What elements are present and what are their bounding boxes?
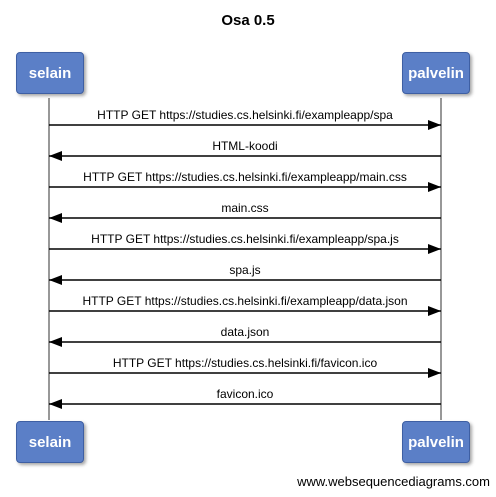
arrowhead-icon <box>428 306 441 316</box>
footer-credit: www.websequencediagrams.com <box>297 474 490 489</box>
message-label: spa.js <box>229 263 260 277</box>
arrowhead-icon <box>49 275 62 285</box>
arrowhead-icon <box>428 368 441 378</box>
arrowhead-icon <box>49 399 62 409</box>
arrowhead-icon <box>49 337 62 347</box>
message-label: main.css <box>221 201 268 215</box>
message-label: HTTP GET https://studies.cs.helsinki.fi/… <box>113 356 378 370</box>
arrowhead-icon <box>49 151 62 161</box>
message-label: HTTP GET https://studies.cs.helsinki.fi/… <box>91 232 399 246</box>
arrowhead-icon <box>428 120 441 130</box>
message-label: HTML-koodi <box>212 139 277 153</box>
message-label: HTTP GET https://studies.cs.helsinki.fi/… <box>83 170 407 184</box>
message-label: data.json <box>221 325 270 339</box>
participant-palvelin-top: palvelin <box>402 52 470 94</box>
message-label: favicon.ico <box>217 387 274 401</box>
message-label: HTTP GET https://studies.cs.helsinki.fi/… <box>82 294 407 308</box>
arrowhead-icon <box>428 182 441 192</box>
participant-selain-bottom: selain <box>16 421 84 463</box>
arrowhead-icon <box>428 244 441 254</box>
participant-palvelin-bottom: palvelin <box>402 421 470 463</box>
participant-selain-top: selain <box>16 52 84 94</box>
arrowhead-icon <box>49 213 62 223</box>
diagram-title: Osa 0.5 <box>221 12 275 29</box>
message-label: HTTP GET https://studies.cs.helsinki.fi/… <box>97 108 393 122</box>
